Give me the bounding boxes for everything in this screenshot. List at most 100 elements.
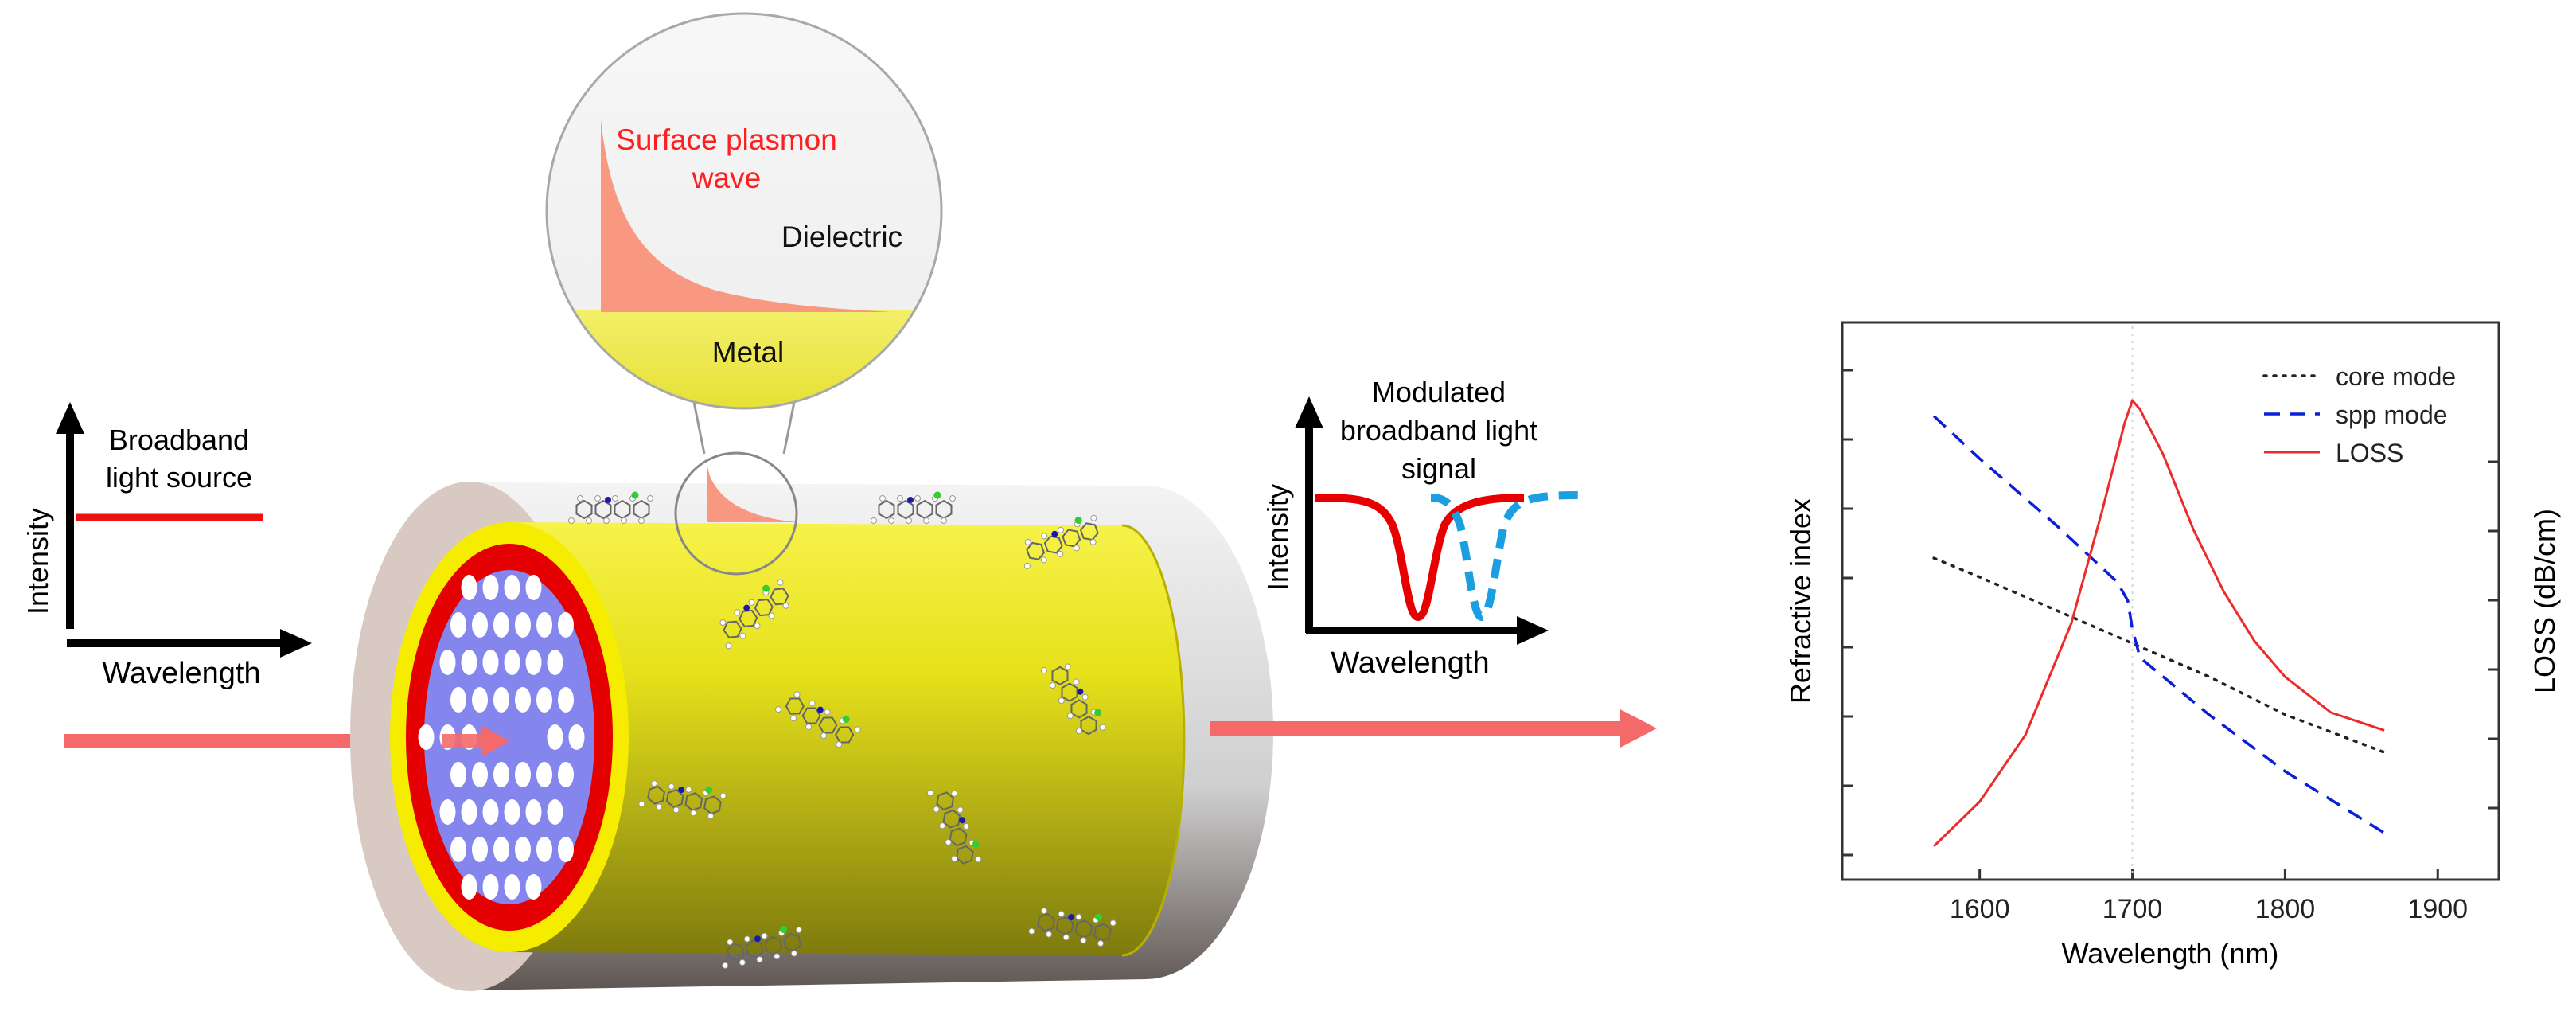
air-hole bbox=[525, 650, 542, 675]
x-tick-label: 1900 bbox=[2407, 894, 2468, 924]
air-hole bbox=[418, 724, 435, 750]
dielectric-label: Dielectric bbox=[781, 221, 902, 253]
air-hole bbox=[536, 837, 552, 862]
small-magnifier-circle bbox=[674, 451, 798, 576]
output-y-arrowhead bbox=[1295, 396, 1323, 428]
air-hole bbox=[472, 762, 488, 787]
output-x-label: Wavelength bbox=[1331, 646, 1489, 680]
air-hole bbox=[558, 612, 574, 638]
molecule bbox=[638, 780, 727, 820]
air-hole bbox=[493, 687, 509, 713]
air-hole bbox=[482, 874, 499, 900]
legend-label: spp mode bbox=[2336, 400, 2448, 429]
air-hole bbox=[547, 724, 563, 750]
air-hole-lattice bbox=[418, 575, 585, 900]
right-axis-ticks bbox=[2488, 460, 2499, 810]
air-hole bbox=[482, 650, 499, 675]
air-hole bbox=[558, 687, 574, 713]
air-hole bbox=[461, 874, 477, 900]
x-tick-label: 1700 bbox=[2102, 894, 2163, 924]
source-label-line2: light source bbox=[106, 461, 252, 494]
output-spectrum-panel: Modulated broadband light signal Intensi… bbox=[1261, 376, 1580, 680]
chart-ylabel: Refractive index bbox=[1784, 498, 1817, 704]
air-hole bbox=[472, 837, 488, 862]
input-y-label: Intensity bbox=[21, 508, 54, 615]
air-hole bbox=[493, 762, 509, 787]
air-hole bbox=[461, 799, 477, 825]
molecule bbox=[871, 491, 956, 524]
air-hole bbox=[547, 650, 563, 675]
cladding-rim bbox=[1121, 524, 1186, 957]
air-hole bbox=[504, 650, 520, 675]
molecule bbox=[568, 491, 653, 524]
molecule bbox=[1028, 908, 1117, 947]
air-hole bbox=[515, 837, 531, 862]
air-hole bbox=[515, 687, 531, 713]
molecule bbox=[719, 579, 789, 650]
input-y-arrowhead bbox=[56, 402, 84, 434]
air-hole bbox=[515, 612, 531, 638]
air-hole bbox=[558, 837, 574, 862]
output-title-line1: Modulated bbox=[1372, 376, 1506, 408]
modulated-spectrum-solid bbox=[1315, 494, 1525, 622]
air-hole bbox=[450, 612, 466, 638]
x-tick-label: 1600 bbox=[1950, 894, 2010, 924]
air-hole bbox=[515, 762, 531, 787]
output-x-arrowhead bbox=[1517, 616, 1549, 645]
analyte-molecules bbox=[568, 491, 1117, 969]
series-spp-mode-line bbox=[1932, 415, 2386, 834]
metal-label: Metal bbox=[712, 336, 784, 369]
left-axis-ticks bbox=[1842, 369, 1853, 857]
output-title-line2: broadband light bbox=[1340, 414, 1537, 447]
series-core-mode-line bbox=[1932, 556, 2386, 754]
source-label-line1: Broadband bbox=[109, 424, 249, 456]
air-hole bbox=[536, 612, 552, 638]
modulated-spectrum-dashed bbox=[1430, 491, 1580, 622]
legend-label: LOSS bbox=[2336, 439, 2403, 467]
air-hole bbox=[493, 837, 509, 862]
x-tick-label: 1800 bbox=[2255, 894, 2316, 924]
input-x-arrowhead bbox=[280, 629, 312, 658]
air-hole bbox=[536, 687, 552, 713]
input-x-label: Wavelength bbox=[102, 657, 260, 690]
output-title-line3: signal bbox=[1401, 452, 1476, 485]
air-hole bbox=[450, 687, 466, 713]
air-hole bbox=[482, 575, 499, 600]
x-axis-ticks: 1600 1700 1800 1900 bbox=[1950, 869, 2468, 924]
output-light-beam bbox=[1210, 709, 1657, 748]
air-hole bbox=[493, 612, 509, 638]
air-hole bbox=[482, 799, 499, 825]
air-hole bbox=[450, 762, 466, 787]
air-hole bbox=[536, 762, 552, 787]
small-plasmon-decay bbox=[707, 463, 797, 522]
inset-bubble-border bbox=[545, 12, 943, 410]
air-hole bbox=[504, 874, 520, 900]
molecule bbox=[774, 691, 861, 748]
air-hole bbox=[472, 612, 488, 638]
molecule bbox=[1040, 663, 1106, 736]
air-hole bbox=[525, 874, 542, 900]
wave-label-line2: wave bbox=[692, 162, 761, 194]
chart-series bbox=[1932, 326, 2386, 876]
air-hole bbox=[450, 837, 466, 862]
air-hole bbox=[568, 724, 585, 750]
zoom-line-left bbox=[691, 393, 706, 455]
chart-xlabel: Wavelength (nm) bbox=[2062, 937, 2279, 970]
air-hole bbox=[558, 762, 574, 787]
air-hole bbox=[525, 799, 542, 825]
output-beam-arrowhead bbox=[1620, 709, 1657, 748]
air-hole bbox=[547, 799, 563, 825]
air-hole bbox=[461, 575, 477, 600]
plasmon-decay-curve bbox=[601, 119, 891, 312]
series-loss-line bbox=[1933, 399, 2385, 848]
air-hole bbox=[439, 799, 456, 825]
zoom-line-right bbox=[782, 393, 797, 455]
air-hole bbox=[525, 575, 542, 600]
air-hole bbox=[439, 650, 456, 675]
input-spectrum-panel: Broadband light source Intensity Wavelen… bbox=[21, 402, 312, 690]
molecule bbox=[722, 925, 802, 969]
molecule bbox=[1023, 514, 1099, 569]
output-y-label: Intensity bbox=[1261, 484, 1294, 591]
air-hole bbox=[461, 650, 477, 675]
